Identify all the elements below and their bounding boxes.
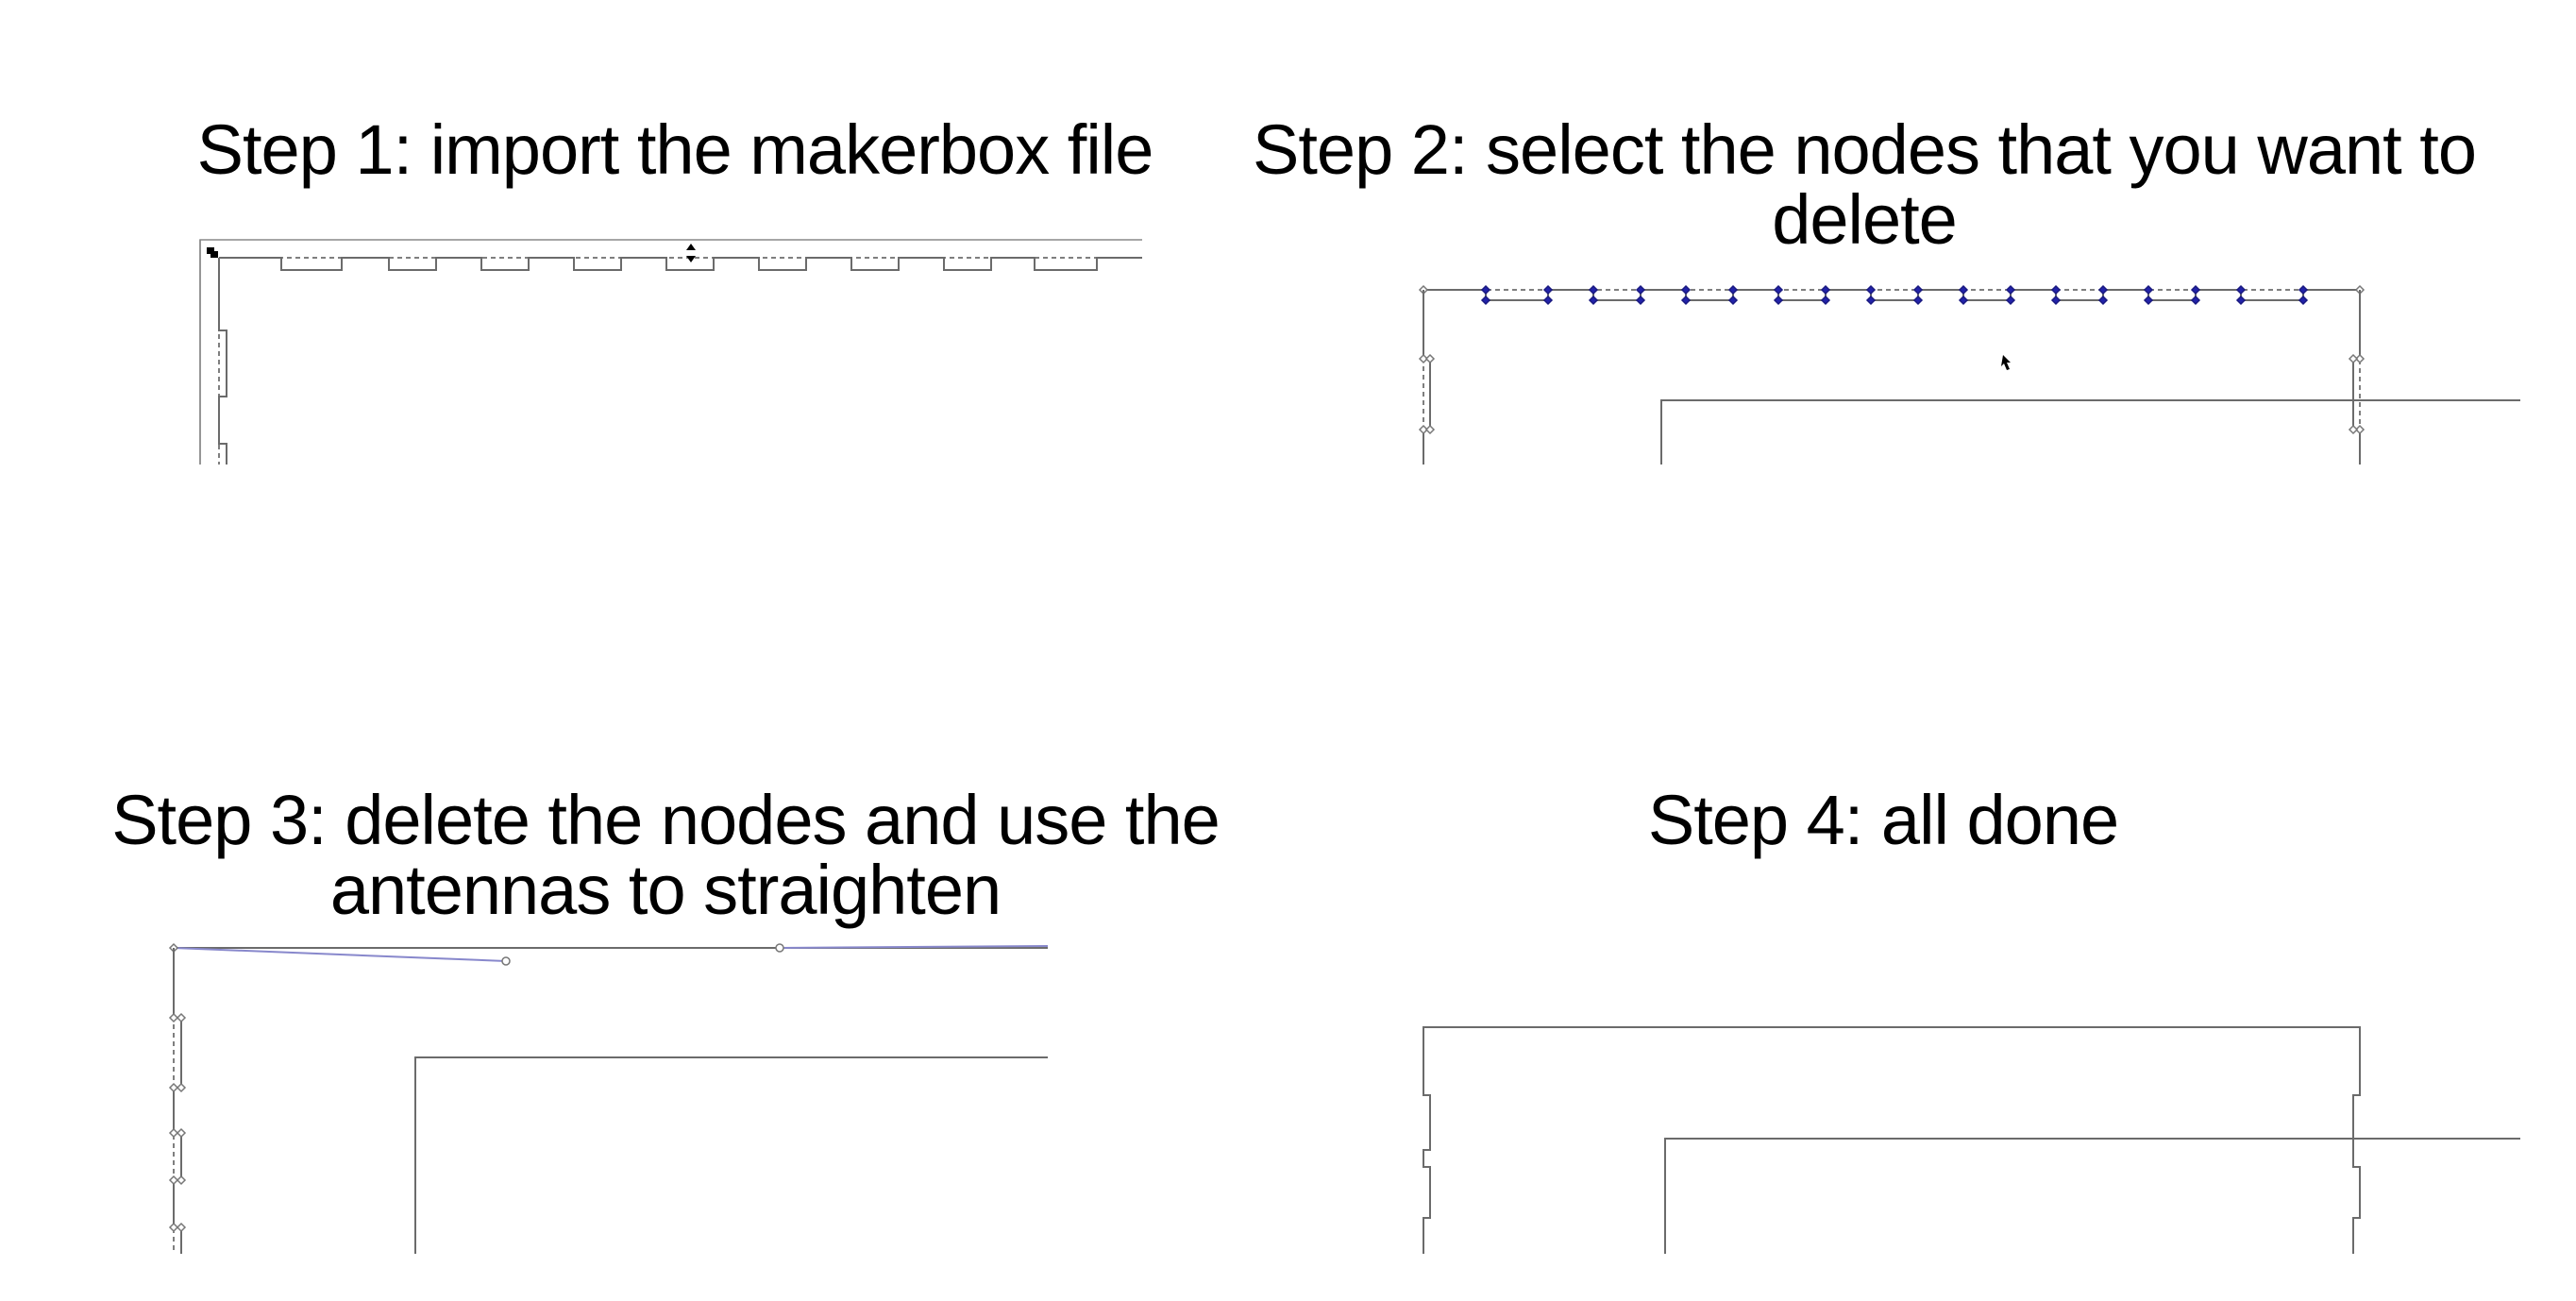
path-node [1424,424,1436,435]
mouse-cursor-icon [2001,355,2011,370]
selected-node [2050,295,2062,306]
outline-left [1423,290,1431,465]
path-node [176,1012,187,1023]
path-node [1424,353,1436,364]
selected-node [2190,284,2201,296]
selected-node [1480,284,1491,296]
selected-node [2143,284,2154,296]
path-node [2348,424,2359,435]
bezier-handle-antenna [779,945,1049,949]
selected-node [2005,284,2016,296]
path-node [2348,353,2359,364]
selected-node [1680,284,1692,296]
path-node [1418,424,1429,435]
selected-node [1680,295,1692,306]
path-node [2354,424,2366,435]
selected-node [1865,284,1877,296]
path-node [168,1127,179,1139]
path-node [168,1174,179,1186]
selected-node [1865,295,1877,306]
finger-joint-outline-top [1423,289,2360,301]
selected-node [1773,295,1784,306]
selected-node [2143,295,2154,306]
selected-node [1727,295,1739,306]
inner-panel-outline [414,1056,1048,1254]
step-2-title: Step 2: select the nodes that you want t… [1253,110,2477,259]
step-4-title: Step 4: all done [1647,781,2119,859]
finger-joint-outline-top [219,257,1142,271]
bezier-handle-antenna [173,947,507,962]
selected-node [1820,295,1831,306]
selected-node [2298,295,2309,306]
selected-node [1542,295,1554,306]
path-node [176,1174,187,1186]
selected-node [1773,284,1784,296]
path-node [168,1082,179,1093]
selected-node [2097,295,2109,306]
selected-node [1820,284,1831,296]
step-3-title: Step 3: delete the nodes and use the ant… [111,781,1221,929]
finished-box-outline [1423,1026,2361,1254]
selected-node [1542,284,1554,296]
path-node [168,1012,179,1023]
resize-handle-corner-2 [210,251,218,258]
selected-node [2005,295,2016,306]
outline-right [2352,290,2361,465]
resize-handle-top [686,244,696,262]
antenna-handle [501,956,511,966]
path-node [176,1127,187,1139]
selected-node [1635,295,1646,306]
antenna-handle [775,943,784,953]
selected-node [2235,284,2247,296]
finger-joint-outline-left [218,258,227,465]
path-node [176,1222,187,1233]
path-node [2354,353,2366,364]
selected-node [1480,295,1491,306]
selected-node [1588,295,1599,306]
path-node [176,1082,187,1093]
selected-node [1912,295,1924,306]
step-1-title: Step 1: import the makerbox file [196,110,1154,189]
path-node [1418,353,1429,364]
selected-node [1958,284,1969,296]
selected-node [2235,295,2247,306]
path-node [168,1222,179,1233]
selected-node [1912,284,1924,296]
selected-node [1588,284,1599,296]
selected-node [2298,284,2309,296]
selected-node [1958,295,1969,306]
bounding-box [1423,289,2361,465]
selected-node [2190,295,2201,306]
inner-panel-outline [1664,1138,2520,1254]
selected-node [2097,284,2109,296]
selected-node [1727,284,1739,296]
selected-node [1635,284,1646,296]
resize-handle-corner [207,247,214,254]
selected-node [2050,284,2062,296]
inner-panel-outline [1660,399,2520,465]
